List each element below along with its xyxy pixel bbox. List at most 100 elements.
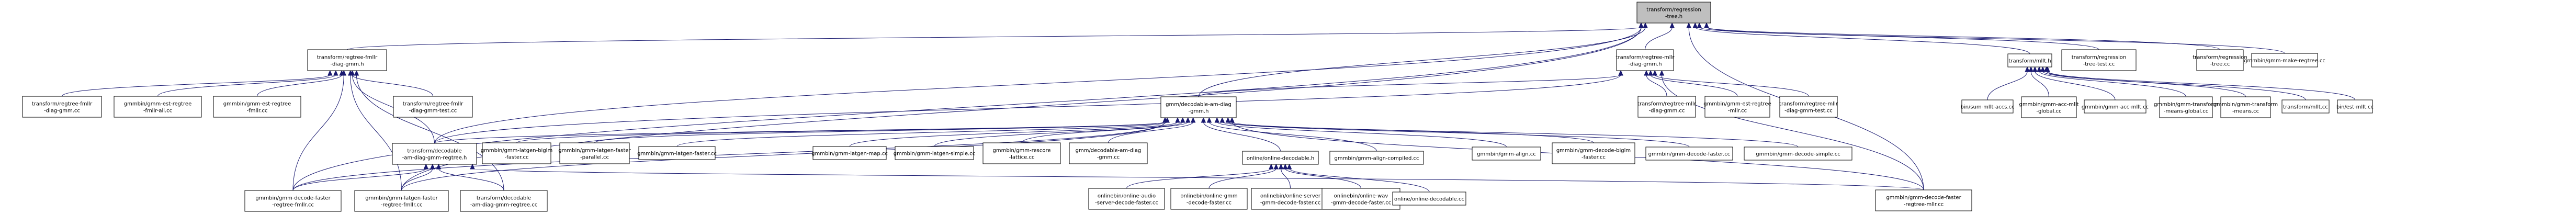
graph-node[interactable]: bin/est-mllt.cc [2336,99,2374,114]
node-box[interactable] [638,146,716,160]
graph-node[interactable]: gmmbin/gmm-latgen-faster-parallel.cc [558,142,631,164]
edge-line [1285,168,1361,189]
node-box[interactable] [895,146,974,160]
graph-node[interactable]: transform/decodable-am-diag-gmm-regtree.… [460,190,548,212]
node-box[interactable] [1329,151,1424,165]
node-box[interactable] [1170,188,1248,210]
node-box[interactable] [2196,49,2244,71]
graph-node[interactable]: bin/sum-mllt-accs.cc [1960,99,2015,114]
node-box[interactable] [1242,151,1319,165]
node-box[interactable] [2021,96,2077,118]
node-box[interactable] [2084,99,2146,114]
edge-dec_regtree_h-to-dec_gmm_h [434,117,1168,144]
node-box[interactable] [244,190,342,212]
node-box[interactable] [1636,2,1711,24]
node-box[interactable] [1779,96,1838,118]
node-box[interactable] [2220,96,2271,118]
node-box[interactable] [460,190,548,212]
graph-node[interactable]: transform/regression-tree-test.cc [2061,49,2137,71]
graph-node[interactable]: online/online-decodable.h [1242,151,1319,165]
graph-node[interactable]: gmmbin/gmm-decode-simple.cc [1744,147,1852,161]
node-box[interactable] [307,49,387,71]
node-box[interactable] [393,96,473,118]
arrowhead-icon [327,70,333,76]
graph-node[interactable]: gmmbin/gmm-decode-biglm-faster.cc [1552,142,1635,164]
graph-node[interactable]: gmm/decodable-am-diag-gmm.h [1160,96,1237,118]
node-label: -global.cc [2036,109,2061,115]
node-box[interactable] [2251,53,2318,67]
graph-node[interactable]: onlinebin/online-server-gmm-decode-faste… [1251,188,1330,210]
node-box[interactable] [1251,188,1330,210]
graph-node[interactable]: transform/mllt.cc [2281,99,2330,114]
edge-line [157,74,336,97]
node-box[interactable] [1645,147,1733,161]
node-box[interactable] [1875,189,1972,211]
arrowhead-icon [1282,163,1288,170]
node-box[interactable] [1961,99,2014,114]
graph-node[interactable]: gmmbin/gmm-est-regtree-fmllr.cc [213,96,301,118]
node-box[interactable] [2007,53,2052,67]
graph-node[interactable]: onlinebin/online-wav-gmm-decode-faster.c… [1321,188,1400,210]
graph-node[interactable]: transform/mllt.h [2007,53,2052,67]
arrowhead-icon [1185,117,1191,123]
graph-node[interactable]: transform/regtree-mllr-diag-gmm.cc [1637,96,1697,118]
node-label: gmmbin/gmm-est-regtree [1703,102,1771,107]
graph-node[interactable]: transform/decodable-am-diag-gmm-regtree.… [392,143,477,165]
graph-node[interactable]: gmmbin/gmm-decode-faster-regtree-mllr.cc [1875,189,1972,211]
graph-node[interactable]: gmm/decodable-am-diag-gmm.cc [1069,142,1148,164]
graph-node[interactable]: gmmbin/gmm-latgen-faster.cc [637,146,717,160]
graph-node[interactable]: gmmbin/gmm-align.cc [1472,147,1541,161]
graph-node[interactable]: transform/regression-tree.cc [2193,49,2247,71]
node-box[interactable] [1069,142,1148,164]
arrowhead-icon [1686,22,1691,28]
graph-node[interactable]: transform/regtree-fmllr-diag-gmm.h [307,49,387,71]
node-box[interactable] [2061,49,2137,71]
node-box[interactable] [1704,96,1770,118]
graph-node[interactable]: gmmbin/gmm-make-regtree.cc [2244,53,2325,67]
node-box[interactable] [2337,99,2373,114]
graph-node[interactable]: gmmbin/gmm-align-compiled.cc [1329,151,1424,165]
node-box[interactable] [2281,99,2330,114]
graph-node[interactable]: transform/regtree-mllr-diag-gmm-test.cc [1779,96,1838,118]
graph-node[interactable]: online/online-decodable.cc [1392,192,1466,206]
node-box[interactable] [482,142,551,164]
graph-node[interactable]: gmmbin/gmm-latgen-map.cc [811,146,888,160]
node-box[interactable] [1616,49,1674,71]
root-node[interactable]: transform/regression-tree.h [1636,2,1711,24]
node-box[interactable] [2159,96,2213,118]
graph-node[interactable]: gmmbin/gmm-latgen-simple.cc [894,146,976,160]
graph-node[interactable]: onlinebin/online-gmm-decode-faster.cc [1170,188,1248,210]
edge-decode_simple-to-dec_gmm_h [1229,117,1799,148]
graph-node[interactable]: gmmbin/gmm-rescore-lattice.cc [982,142,1061,164]
node-box[interactable] [1552,142,1635,164]
graph-node[interactable]: gmmbin/gmm-transform-means-global.cc [2154,96,2218,118]
node-box[interactable] [1744,147,1852,161]
node-box[interactable] [1637,96,1696,118]
node-box[interactable] [1392,192,1466,206]
node-box[interactable] [392,143,477,165]
graph-node[interactable]: gmmbin/gmm-acc-mllt-global.cc [2019,96,2079,118]
node-box[interactable] [1160,96,1237,118]
graph-node[interactable]: gmmbin/gmm-acc-mllt.cc [2082,99,2149,114]
graph-node[interactable]: gmmbin/gmm-transform-means.cc [2213,96,2278,118]
graph-node[interactable]: gmmbin/gmm-decode-faster-regtree-fmllr.c… [244,190,342,212]
graph-node[interactable]: transform/regtree-fmllr-diag-gmm.cc [22,96,102,118]
node-box[interactable] [982,142,1061,164]
graph-node[interactable]: transform/regtree-fmllr-diag-gmm-test.cc [393,96,473,118]
node-box[interactable] [1472,147,1541,161]
node-box[interactable] [812,146,887,160]
graph-node[interactable]: gmmbin/gmm-decode-faster.cc [1645,147,1733,161]
graph-node[interactable]: onlinebin/online-audio-server-decode-fas… [1088,188,1165,210]
node-box[interactable] [559,142,630,164]
graph-node[interactable]: gmmbin/gmm-est-regtree-mllr.cc [1703,96,1771,118]
node-box[interactable] [1088,188,1165,210]
graph-node[interactable]: gmmbin/gmm-latgen-biglm-faster.cc [481,142,552,164]
node-box[interactable] [354,190,449,212]
graph-node[interactable]: transform/regtree-mllr-diag-gmm.h [1616,49,1675,71]
graph-node[interactable]: gmmbin/gmm-est-regtree-fmllr-ali.cc [114,96,202,118]
node-box[interactable] [213,96,301,118]
node-box[interactable] [22,96,102,118]
node-box[interactable] [114,96,202,118]
node-box[interactable] [1321,188,1400,210]
graph-node[interactable]: gmmbin/gmm-latgen-faster-regtree-fmllr.c… [354,190,449,212]
